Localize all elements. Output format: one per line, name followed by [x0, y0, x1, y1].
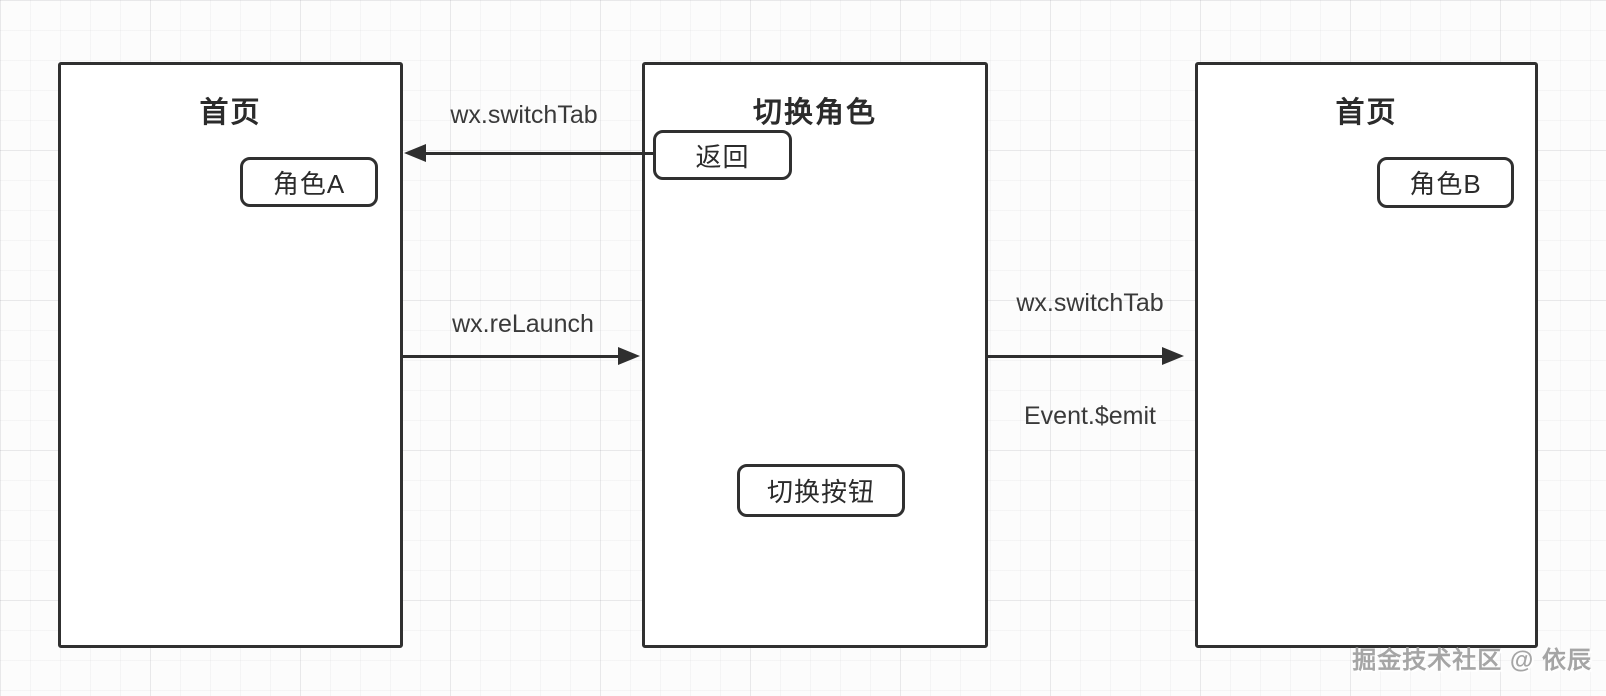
arrow-label-switchtab-left: wx.switchTab: [450, 101, 598, 129]
back-button[interactable]: 返回: [653, 130, 792, 180]
arrowhead-right: [618, 347, 640, 365]
arrow-switchtab-to-page-a: [424, 152, 655, 155]
page-b-title: 首页: [1335, 97, 1398, 129]
switch-button[interactable]: 切换按钮: [737, 464, 905, 517]
role-b-button[interactable]: 角色B: [1377, 157, 1514, 208]
box-page-a: 首页: [58, 62, 403, 648]
arrow-relaunch-to-switch-page: [402, 355, 620, 358]
page-a-title: 首页: [199, 97, 262, 129]
role-a-button[interactable]: 角色A: [240, 157, 378, 207]
arrow-switchtab-to-page-b: [988, 355, 1164, 358]
arrow-label-event-emit: Event.$emit: [1023, 402, 1157, 430]
arrow-label-relaunch: wx.reLaunch: [452, 310, 594, 338]
arrowhead-right: [1162, 347, 1184, 365]
box-page-b: 首页: [1195, 62, 1538, 648]
switch-role-title: 切换角色: [752, 97, 877, 129]
watermark-text: 掘金技术社区 @ 依辰: [1352, 647, 1592, 674]
arrow-label-switchtab-right: wx.switchTab: [1016, 289, 1164, 317]
arrowhead-left: [404, 144, 426, 162]
